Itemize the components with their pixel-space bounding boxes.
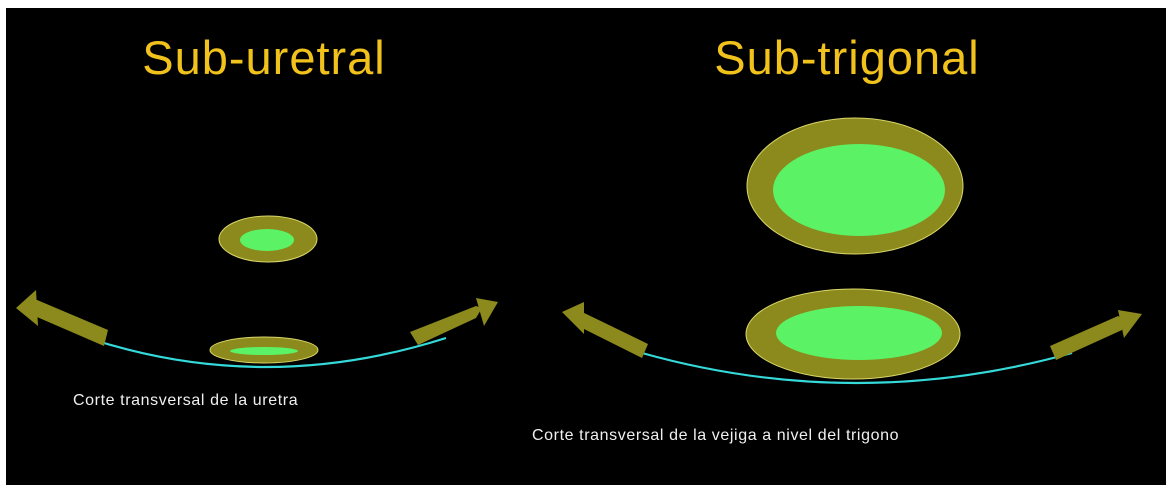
right-sling-line xyxy=(641,351,1073,385)
left-sling-arrow-left xyxy=(16,290,108,346)
bladder-on-sling xyxy=(745,288,961,380)
bladder-cross-section xyxy=(746,117,964,255)
right-sling-arrow-left xyxy=(562,302,648,358)
right-sling-arrow-right xyxy=(1050,310,1142,360)
right-panel: Sub-trigonal Corte xyxy=(532,31,1142,444)
sling-diagram: Sub-uretral Corte t xyxy=(16,31,1142,444)
right-caption: Corte transversal de la vejiga a nivel d… xyxy=(532,427,899,444)
urethra-compressed xyxy=(209,336,319,364)
left-sling-arrow-right xyxy=(410,298,498,345)
left-title: Sub-uretral xyxy=(142,31,386,84)
left-panel: Sub-uretral Corte t xyxy=(16,31,498,409)
diagram-canvas: Sub-uretral Corte t xyxy=(6,8,1166,485)
right-title: Sub-trigonal xyxy=(714,31,979,84)
left-sling-line xyxy=(87,336,447,369)
urethra-cross-section xyxy=(218,215,318,263)
left-caption: Corte transversal de la uretra xyxy=(73,392,298,409)
